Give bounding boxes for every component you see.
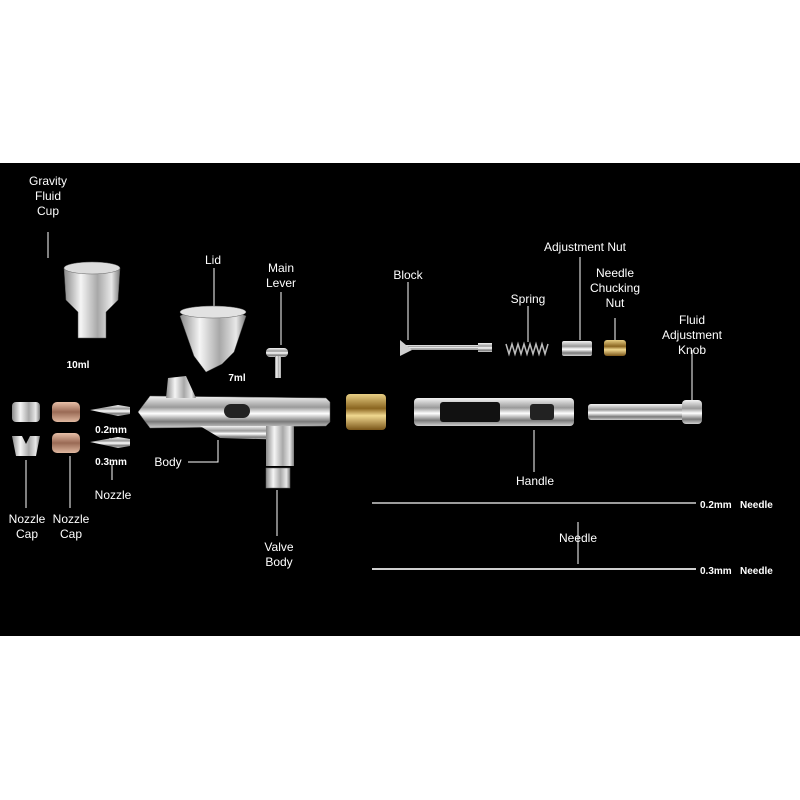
label-needle-03mm-word: Needle [740,566,773,577]
lid-cup [179,305,247,373]
label-nozzle: Nozzle [94,488,132,502]
label-cup-volume-10ml: 10ml [66,360,90,371]
spring-part [505,341,549,357]
label-body: Body [154,455,182,469]
label-needle-02mm-size: 0.2mm [700,500,732,511]
label-nozzle-02mm: 0.2mm [95,425,127,436]
brass-coupling [346,394,386,430]
label-needle-chucking-nut: Needle Chucking Nut [589,266,641,310]
label-adjustment-nut: Adjustment Nut [543,240,627,254]
nozzle-cap-parts [12,402,80,456]
label-block: Block [393,268,423,282]
label-nozzle-cap-left: Nozzle Cap [8,512,46,541]
nozzle-parts [90,405,130,448]
needle-chucking-nut [604,340,626,356]
label-needle-03mm-size: 0.3mm [700,566,732,577]
label-nozzle-cap-right: Nozzle Cap [52,512,90,541]
label-cup-volume-7ml: 7ml [228,373,246,384]
gravity-fluid-cup [63,261,121,339]
block-part [400,340,492,356]
fluid-adjustment-knob [588,400,702,424]
label-valve-body: Valve Body [264,540,294,569]
handle-part [414,398,574,426]
label-needle-center: Needle [558,531,598,545]
adjustment-nut [562,341,592,356]
label-lid: Lid [204,253,221,267]
label-nozzle-03mm: 0.3mm [95,457,127,468]
label-handle: Handle [515,474,555,488]
label-spring: Spring [510,292,546,306]
label-main-lever: Main Lever [265,261,297,290]
label-needle-02mm-word: Needle [740,500,773,511]
airbrush-body [137,376,331,489]
label-fluid-adjustment-knob: Fluid Adjustment Knob [661,313,723,357]
label-gravity-fluid-cup: Gravity Fluid Cup [28,174,67,218]
diagram-background [0,163,800,636]
main-lever [266,348,288,378]
